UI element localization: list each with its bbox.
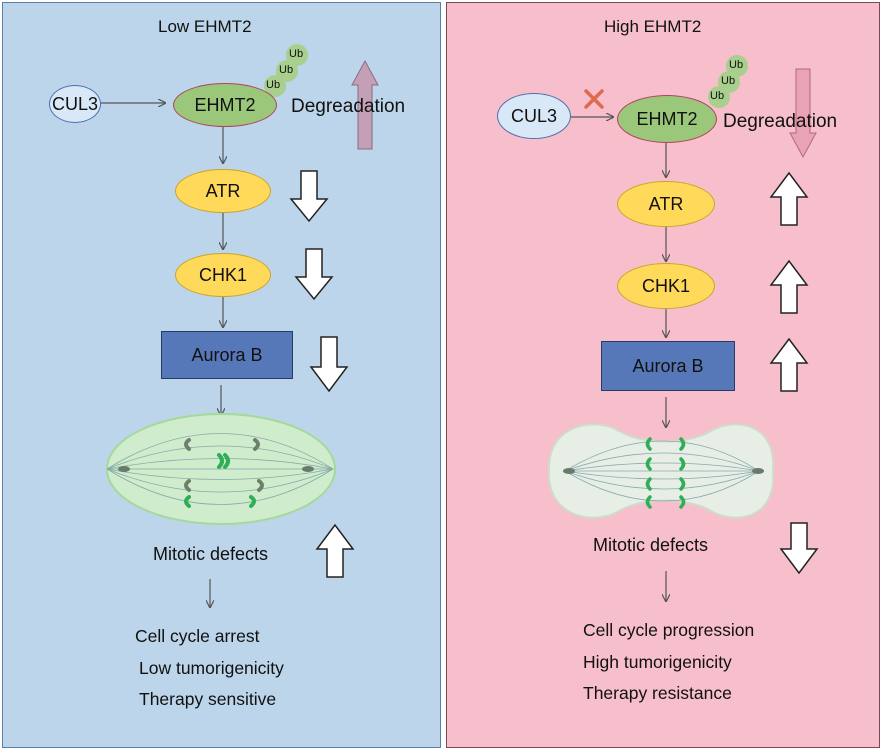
degradation-label: Degreadation — [723, 111, 838, 132]
mitotic-down-arrow — [779, 522, 819, 575]
ubiquitin-chain — [708, 55, 748, 108]
mitotic-defects-label: Mitotic defects — [593, 535, 709, 555]
degradation-up-arrow — [351, 59, 379, 150]
left-arrows-layer — [101, 44, 379, 748]
panel-title: Low EHMT2 — [158, 17, 252, 36]
panel-title: High EHMT2 — [604, 17, 702, 36]
right-arrows-layer — [547, 55, 819, 748]
aurora-down-arrow — [309, 336, 349, 393]
degradation-label: Degreadation — [291, 96, 406, 117]
outcome-text: Therapy resistance — [583, 683, 732, 703]
atr-down-arrow — [289, 170, 329, 223]
low-ehmt2-panel: Low EHMT2 — [2, 2, 441, 748]
ub-label: Ub — [721, 75, 736, 87]
ub-label: Ub — [279, 64, 294, 76]
ub-label: Ub — [710, 90, 725, 102]
ub-label: Ub — [729, 59, 744, 71]
high-ehmt2-panel: High EHMT2 — [446, 2, 880, 748]
chk1-up-arrow — [769, 259, 809, 314]
degradation-down-arrow — [789, 68, 817, 159]
aurora-up-arrow — [769, 337, 809, 392]
mitotic-defects-label: Mitotic defects — [153, 544, 269, 564]
cul3-node: CUL3 — [49, 85, 101, 123]
ehmt2-node: EHMT2 — [617, 95, 717, 143]
aurora-b-node: Aurora B — [161, 331, 293, 379]
chk1-node: CHK1 — [175, 253, 271, 297]
atr-node: ATR — [175, 169, 271, 213]
outcome-text: Low tumorigenicity — [139, 658, 284, 678]
outcome-text: Cell cycle progression — [583, 620, 755, 640]
anaphase-spindle — [547, 423, 775, 519]
ehmt2-node: EHMT2 — [173, 83, 277, 127]
outcome-text: Therapy sensitive — [139, 689, 277, 709]
outcome-text: High tumorigenicity — [583, 652, 732, 672]
aurora-b-node: Aurora B — [601, 341, 735, 391]
cul3-node: CUL3 — [497, 93, 571, 139]
ubiquitin-chain — [264, 44, 308, 97]
ub-label: Ub — [266, 79, 281, 91]
chk1-node: CHK1 — [617, 263, 715, 309]
ub-label: Ub — [289, 48, 304, 60]
atr-node: ATR — [617, 181, 715, 227]
outcome-text: Cell cycle arrest — [135, 626, 260, 646]
atr-up-arrow — [769, 171, 809, 226]
chk1-down-arrow — [294, 248, 334, 301]
block-x-icon — [584, 89, 604, 109]
metaphase-spindle — [106, 413, 336, 525]
mitotic-up-arrow — [315, 523, 355, 578]
